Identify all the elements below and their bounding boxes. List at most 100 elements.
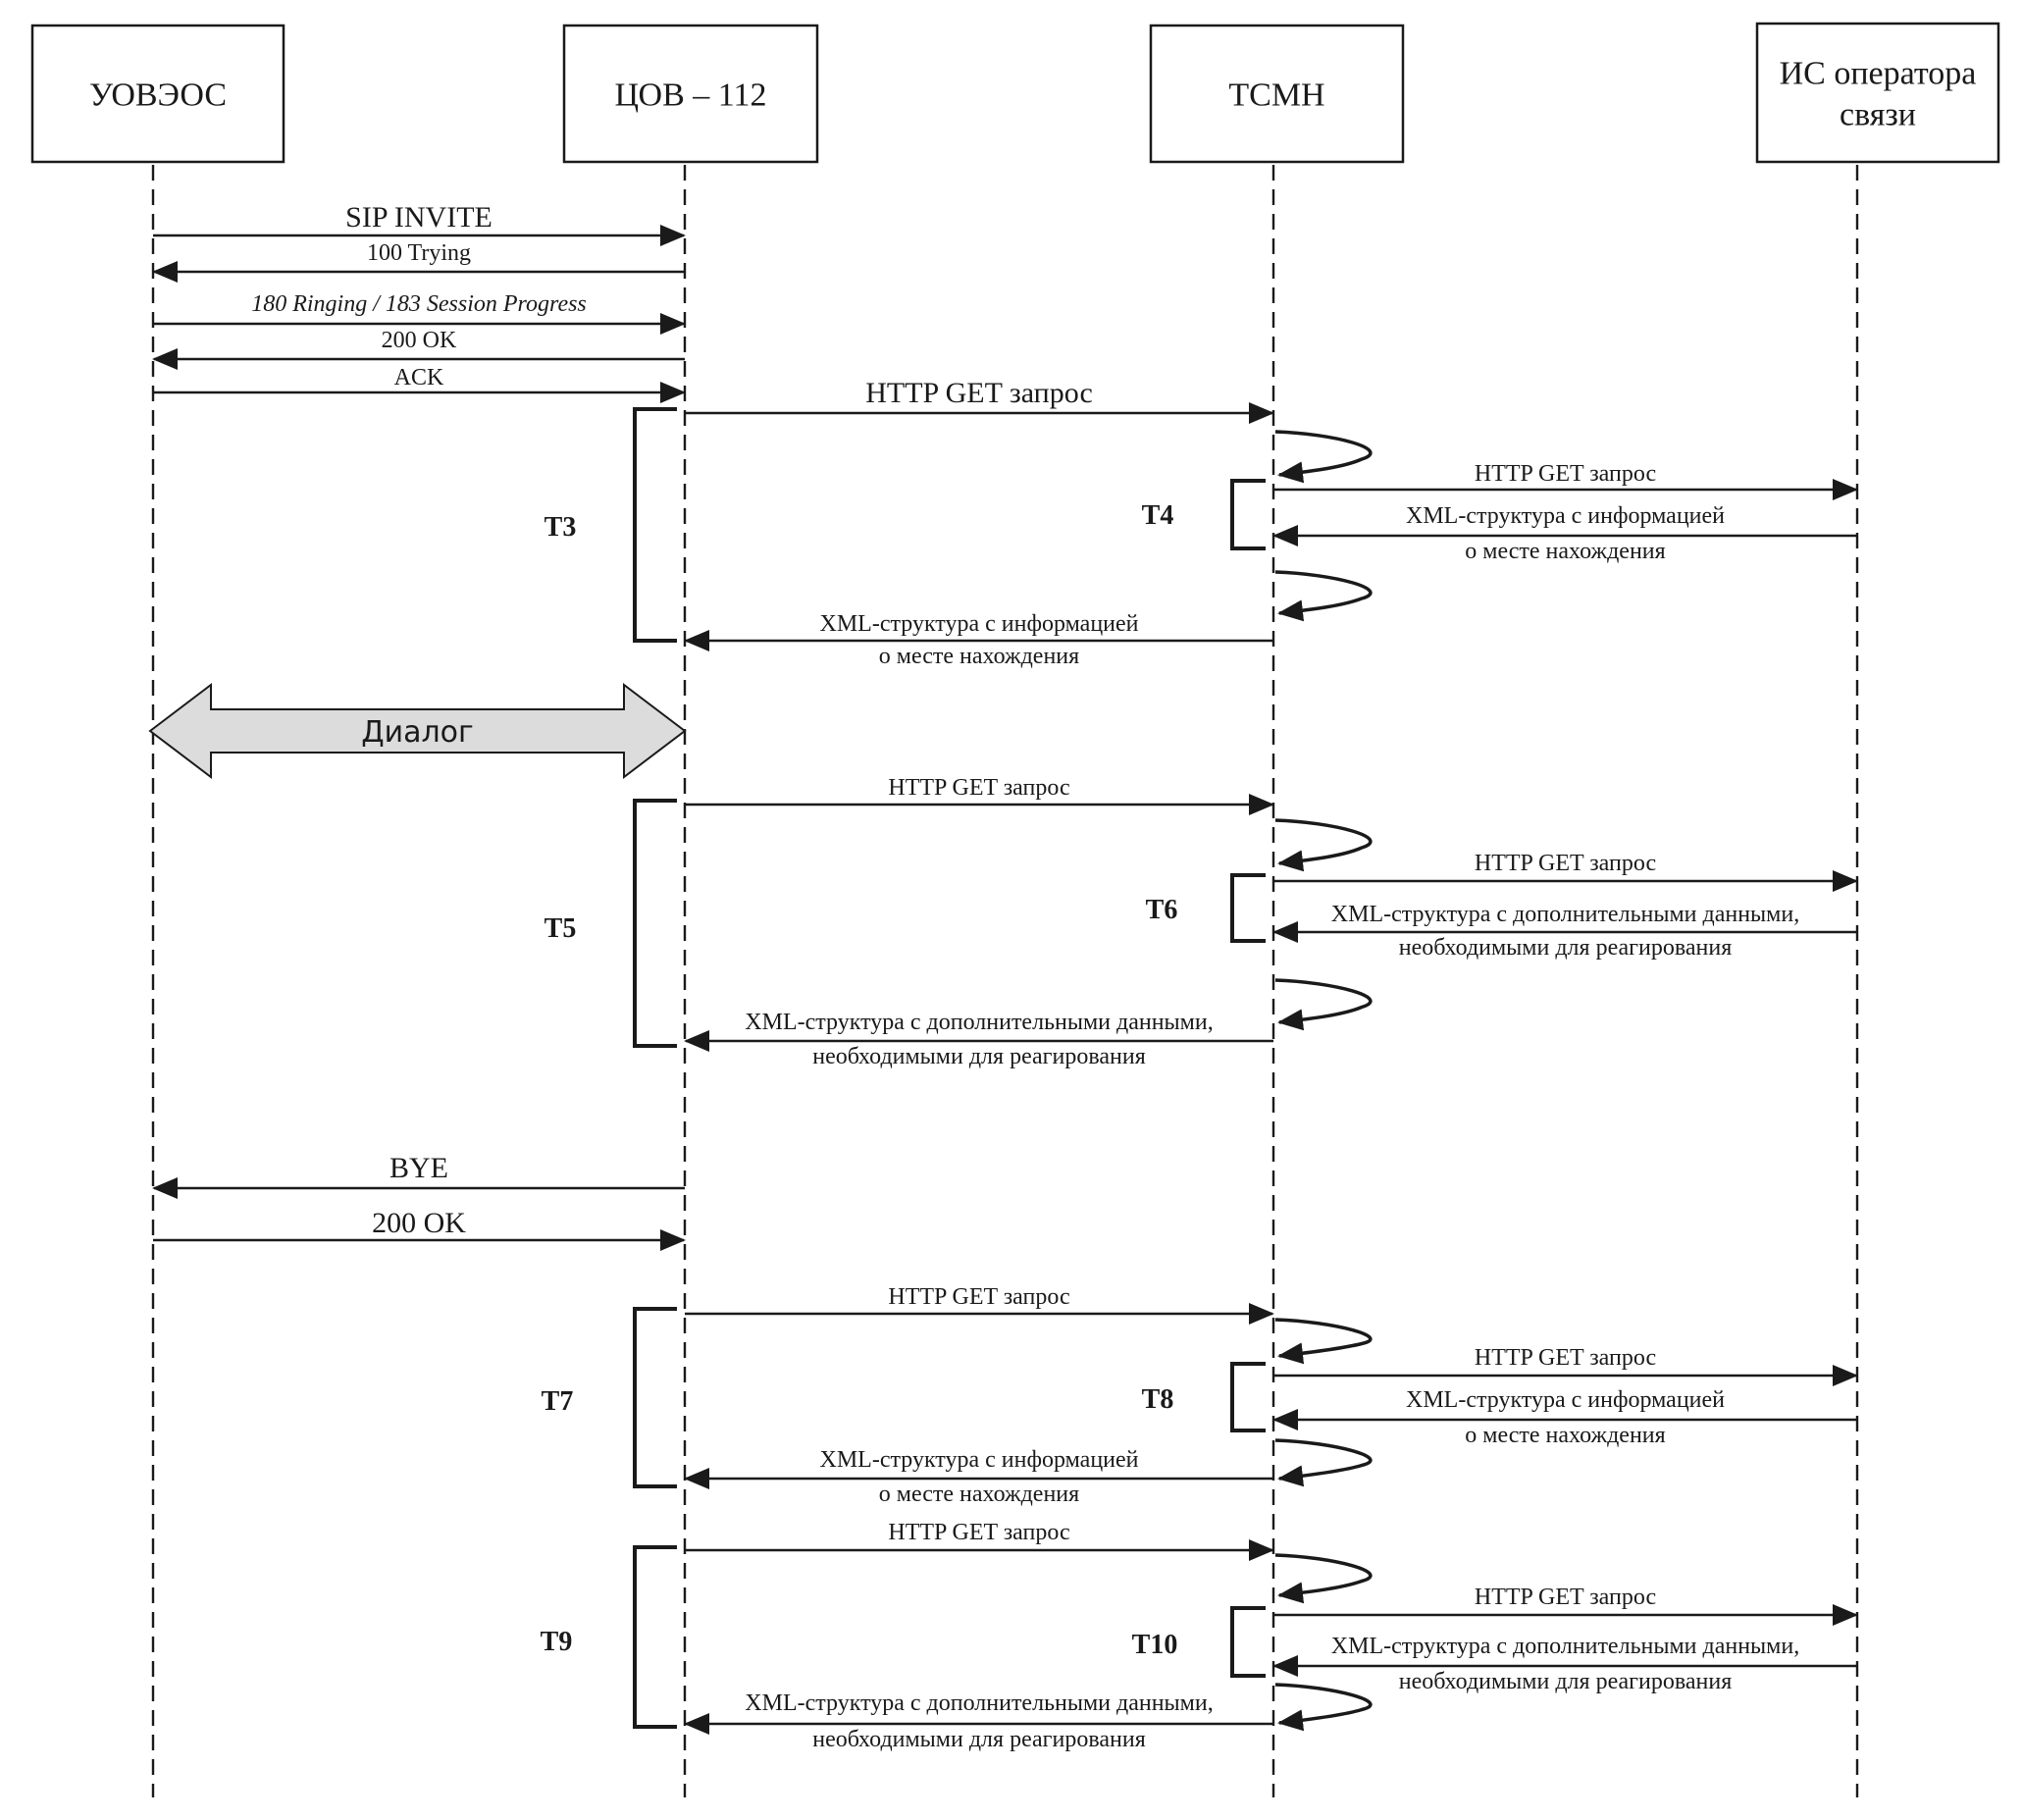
participant-is_operator: ИС оператора связи <box>1755 22 2000 164</box>
timer-bracket <box>1230 479 1266 550</box>
message-xml-add-4: XML-структура с дополнительными данными,… <box>684 1690 1273 1752</box>
timer-t7: T7 <box>542 1307 677 1488</box>
message-label: необходимыми для реагирования <box>1399 935 1733 961</box>
message-http-get-1: HTTP GET запрос <box>685 377 1274 424</box>
timer-t6: T6 <box>1146 873 1266 943</box>
message-label: BYE <box>389 1152 448 1184</box>
participant-label: ТСМН <box>1228 78 1324 114</box>
message-label: XML-структура с информацией <box>1406 503 1725 529</box>
participant-label: ЦОВ – 112 <box>614 78 766 114</box>
timer-t8: T8 <box>1142 1362 1266 1432</box>
message-label: о месте нахождения <box>1465 539 1665 564</box>
message-xml-add-3: XML-структура с дополнительными данными,… <box>1272 1634 1857 1694</box>
participant-label: ИС оператора <box>1780 56 1977 92</box>
self-loop-tsmn-process-2 <box>1274 570 1373 622</box>
message-180-ringing: 180 Ringing / 183 Session Progress <box>153 291 686 335</box>
message-http-get-4: HTTP GET запрос <box>1273 851 1858 892</box>
message-http-get-3: HTTP GET запрос <box>685 775 1274 815</box>
message-label: XML-структура с информацией <box>820 611 1139 637</box>
message-label: XML-структура с дополнительными данными, <box>1331 902 1799 927</box>
message-label: XML-структура с информацией <box>1406 1387 1725 1413</box>
message-100-trying: 100 Trying <box>152 240 685 283</box>
message-label: XML-структура с дополнительными данными, <box>745 1010 1213 1035</box>
message-label: 200 OK <box>372 1207 466 1239</box>
message-http-get-8: HTTP GET запрос <box>1273 1585 1858 1626</box>
double-arrow-icon <box>148 682 687 780</box>
message-xml-add-2: XML-структура с дополнительными данными,… <box>684 1010 1273 1069</box>
message-label: HTTP GET запрос <box>888 1284 1069 1310</box>
participant-box <box>30 24 285 164</box>
participant-box <box>562 24 819 164</box>
timer-bracket <box>633 799 677 1048</box>
self-loop-tsmn-process-3 <box>1274 818 1373 872</box>
message-label: XML-структура с информацией <box>820 1447 1139 1473</box>
message-bye: BYE <box>152 1152 685 1199</box>
message-sip-invite: SIP INVITE <box>153 201 686 246</box>
timer-t3: T3 <box>544 407 677 643</box>
message-ack: ACK <box>153 365 686 403</box>
message-http-get-7: HTTP GET запрос <box>685 1520 1274 1561</box>
timer-t10: T10 <box>1132 1606 1266 1678</box>
self-loop-tsmn-process-5 <box>1274 1318 1373 1365</box>
timer-label: T4 <box>1142 500 1174 531</box>
participant-label: связи <box>1840 97 1916 133</box>
self-loop-tsmn-process-7 <box>1274 1553 1373 1604</box>
message-label: необходимыми для реагирования <box>812 1727 1146 1752</box>
timer-bracket <box>633 1307 677 1488</box>
message-xml-loc-3: XML-структура с информацией о месте нахож… <box>1272 1387 1857 1448</box>
dialog-arrow: Диалог <box>148 682 687 780</box>
self-loop-tsmn-process-4 <box>1274 978 1373 1031</box>
message-200-ok-1: 200 OK <box>152 328 685 370</box>
self-loop-tsmn-process-1 <box>1274 430 1373 484</box>
participant-box <box>1755 22 2000 164</box>
message-label: HTTP GET запрос <box>888 775 1069 801</box>
message-label: 100 Trying <box>367 240 471 266</box>
timer-bracket <box>1230 873 1266 943</box>
self-loop-tsmn-process-6 <box>1274 1438 1373 1487</box>
dialog-label: Диалог <box>361 715 474 750</box>
participant-cov112: ЦОВ – 112 <box>562 24 819 164</box>
message-label: XML-структура с дополнительными данными, <box>745 1690 1213 1716</box>
timer-t4: T4 <box>1142 479 1266 550</box>
timer-label: T6 <box>1146 895 1178 925</box>
timer-label: T3 <box>544 512 577 543</box>
timer-bracket <box>1230 1606 1266 1678</box>
timer-bracket <box>633 1545 677 1729</box>
message-http-get-5: HTTP GET запрос <box>685 1284 1274 1325</box>
message-http-get-2: HTTP GET запрос <box>1273 461 1858 500</box>
message-label: 200 OK <box>382 328 457 353</box>
message-label: 180 Ringing / 183 Session Progress <box>251 291 587 317</box>
timer-bracket <box>1230 1362 1266 1432</box>
self-loop-tsmn-process-8 <box>1274 1683 1373 1732</box>
message-label: ACK <box>394 365 444 390</box>
message-label: SIP INVITE <box>345 201 493 234</box>
message-label: HTTP GET запрос <box>1475 851 1656 876</box>
message-label: HTTP GET запрос <box>888 1520 1069 1545</box>
message-http-get-6: HTTP GET запрос <box>1273 1345 1858 1386</box>
message-label: необходимыми для реагирования <box>812 1044 1146 1069</box>
message-label: XML-структура с дополнительными данными, <box>1331 1634 1799 1659</box>
message-label: HTTP GET запрос <box>865 377 1093 409</box>
participant-tsmn: ТСМН <box>1149 24 1405 164</box>
message-label: о месте нахождения <box>1465 1423 1665 1448</box>
message-xml-add-1: XML-структура с дополнительными данными,… <box>1272 902 1857 961</box>
message-xml-loc-2: XML-структура с информацией о месте нахож… <box>684 611 1273 669</box>
participant-label: УОВЭОС <box>89 78 227 114</box>
participant-box <box>1149 24 1405 164</box>
timer-label: T10 <box>1132 1630 1178 1660</box>
message-200-ok-2: 200 OK <box>153 1207 686 1251</box>
timer-label: T5 <box>544 913 577 944</box>
timer-label: T7 <box>542 1386 574 1417</box>
message-label: HTTP GET запрос <box>1475 1585 1656 1610</box>
message-xml-loc-1: XML-структура с информацией о месте нахож… <box>1272 503 1857 564</box>
message-label: необходимыми для реагирования <box>1399 1669 1733 1694</box>
timer-label: T9 <box>541 1627 573 1657</box>
message-label: HTTP GET запрос <box>1475 461 1656 487</box>
participant-uoveos: УОВЭОС <box>30 24 285 164</box>
timer-bracket <box>633 407 677 643</box>
message-label: о месте нахождения <box>879 644 1079 669</box>
timer-label: T8 <box>1142 1384 1174 1415</box>
timer-t5: T5 <box>544 799 677 1048</box>
